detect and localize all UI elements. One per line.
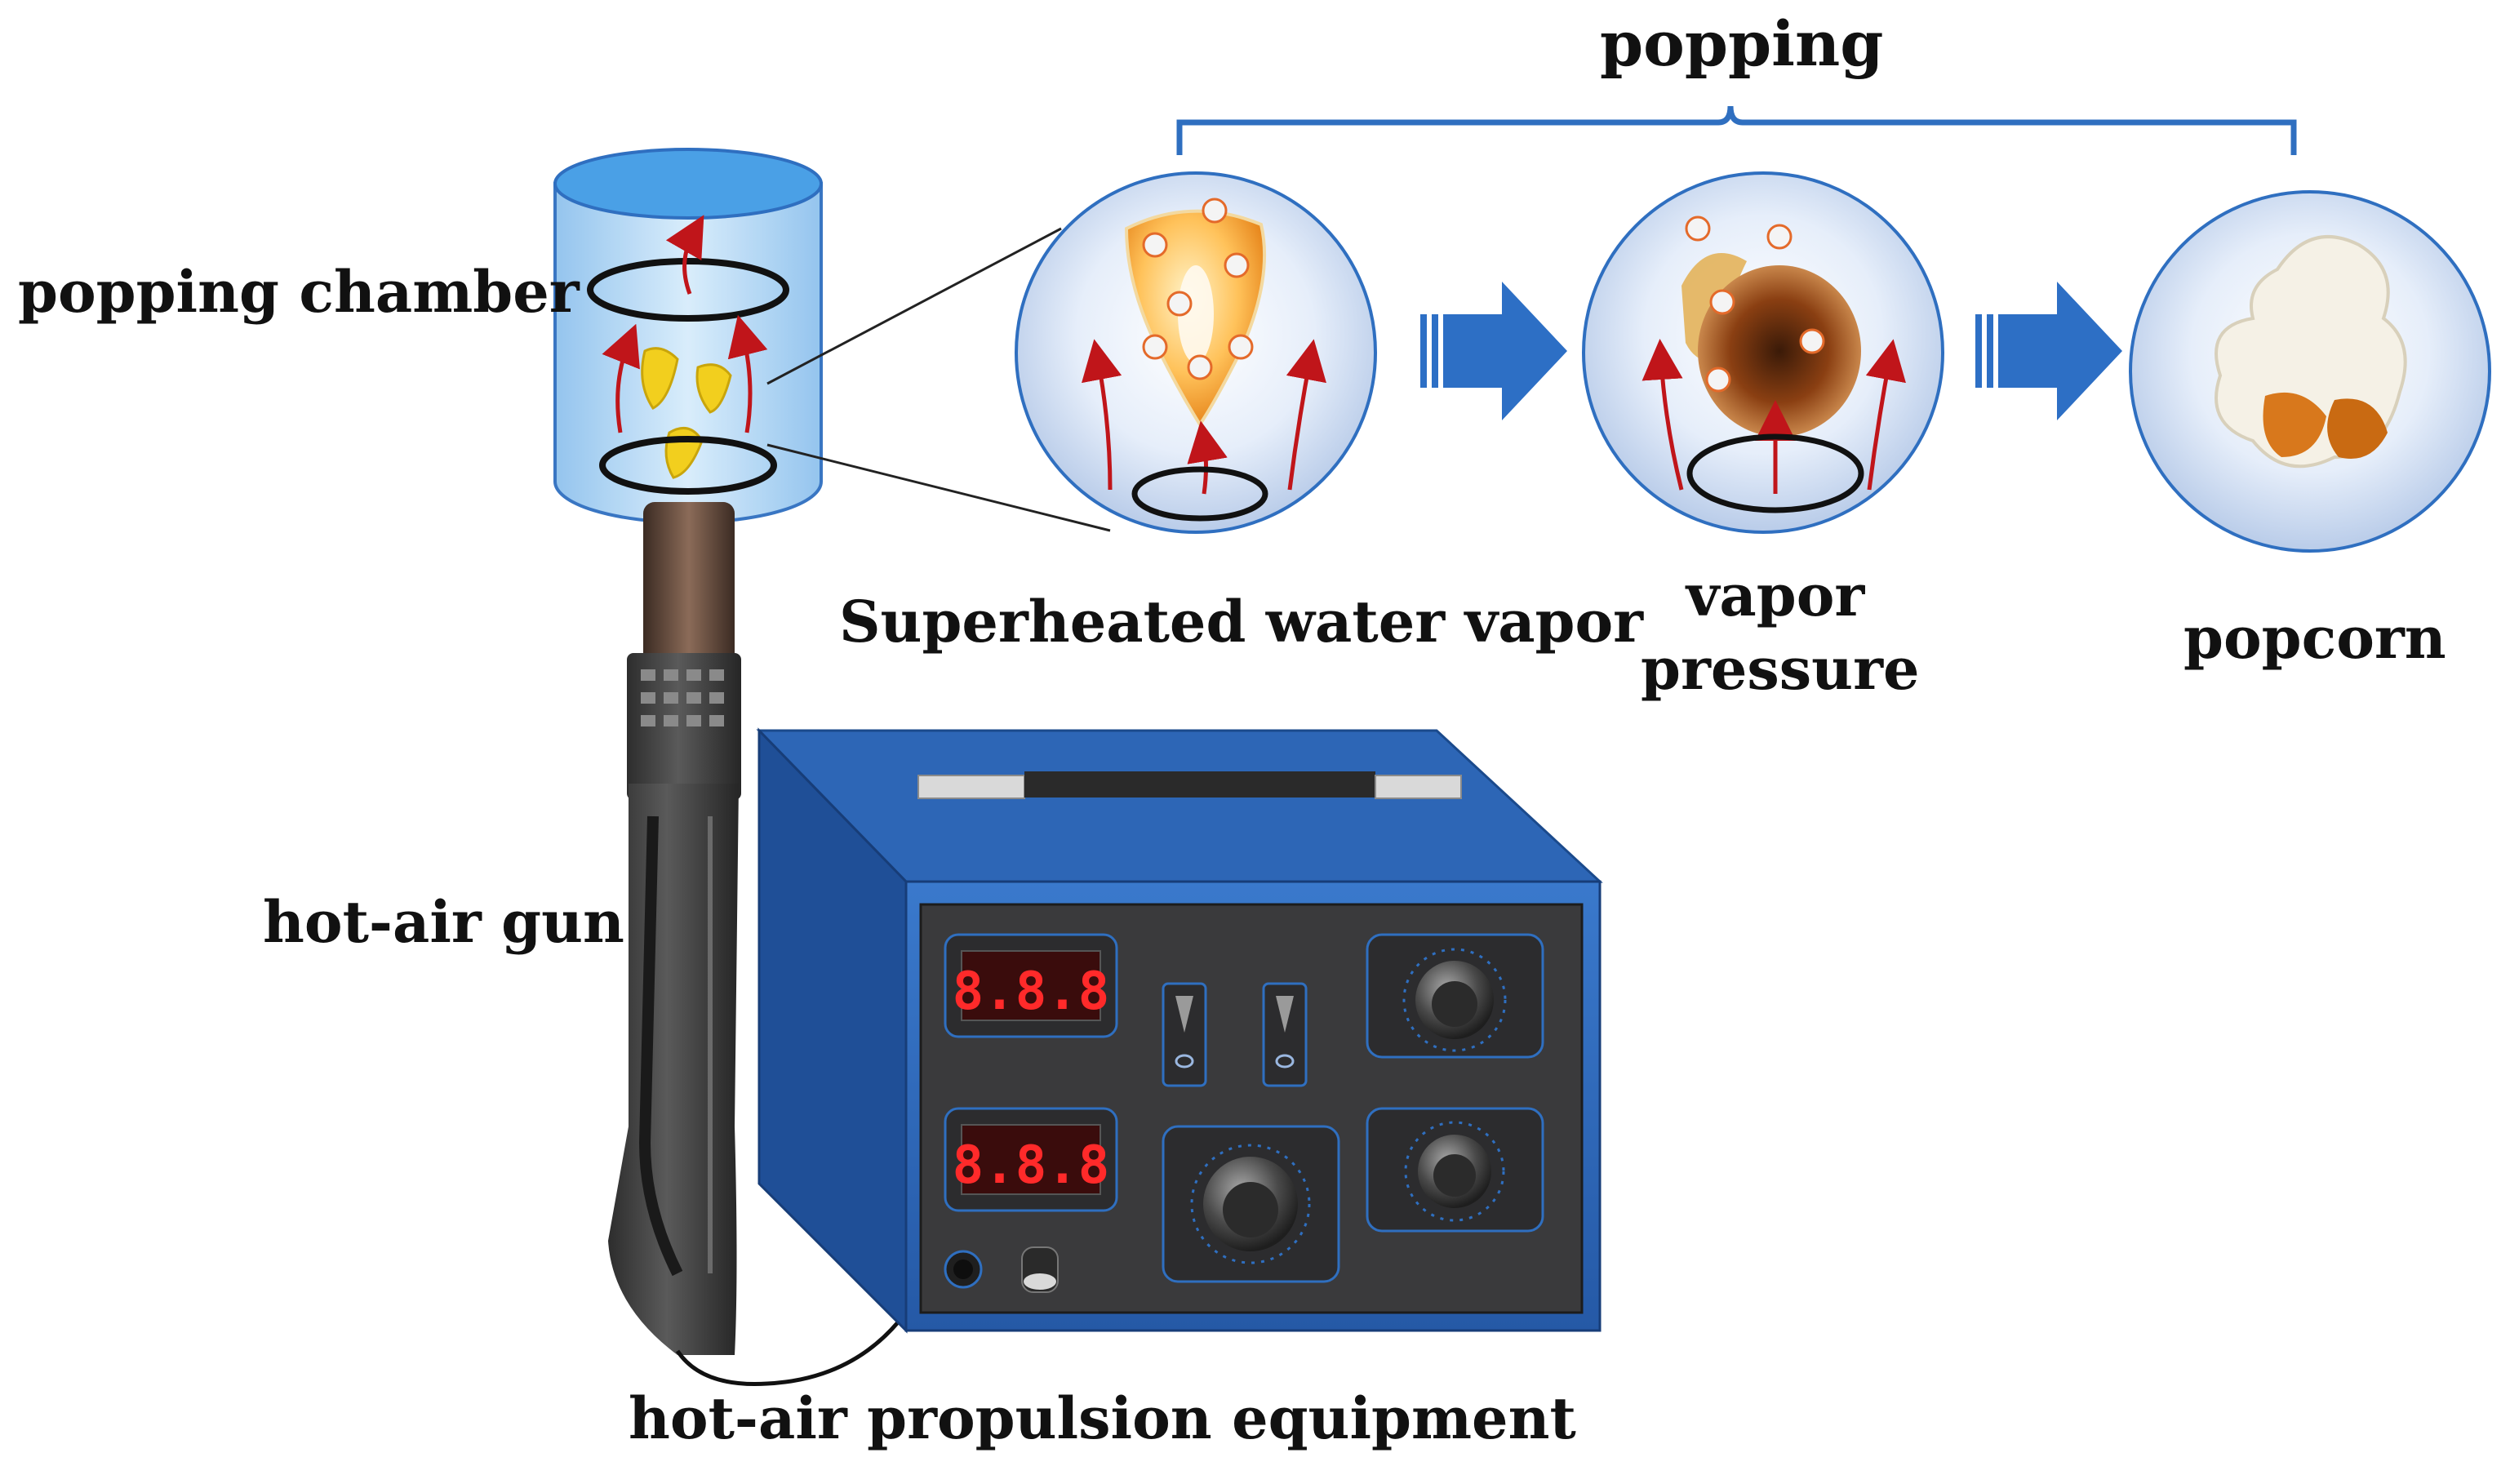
knob-bottom-middle: [1162, 1125, 1340, 1283]
label-popping-chamber: popping chamber: [18, 258, 580, 326]
label-popcorn: popcorn: [2183, 604, 2446, 672]
zoom-line-bottom: [766, 443, 1111, 532]
label-vapor-pressure-line2: pressure: [1641, 635, 1920, 703]
popping-bracket: [1176, 105, 2297, 155]
label-hot-air-gun: hot-air gun: [263, 888, 624, 956]
label-popping: popping: [1600, 7, 1884, 80]
label-vapor-pressure-line1: vapor: [1686, 562, 1865, 629]
output-socket: [944, 1250, 983, 1289]
top-readout: 8.8.8: [953, 962, 1110, 1022]
bottom-readout: 8.8.8: [953, 1135, 1110, 1196]
zoom-line-top: [766, 227, 1062, 385]
power-socket: [1021, 1246, 1059, 1293]
label-hot-air-propulsion-equipment: hot-air propulsion equipment: [629, 1384, 1576, 1452]
knob-bottom-right: [1366, 1107, 1544, 1233]
stage-vapor-pressure-circle: [1582, 171, 1944, 534]
stage-popcorn-circle: [2129, 190, 2491, 553]
transition-arrow-2: [1975, 282, 2122, 420]
hot-air-gun: [608, 502, 741, 1355]
label-superheated-water-vapor: Superheated water vapor: [839, 588, 1644, 655]
stage-superheated-circle: [1015, 171, 1377, 534]
knob-top-right: [1366, 933, 1544, 1059]
rocker-switch-1: [1162, 982, 1207, 1087]
propulsion-equipment: [756, 727, 1603, 1334]
rocker-switch-2: [1262, 982, 1308, 1087]
popping-chamber: [553, 148, 823, 524]
transition-arrow-1: [1420, 282, 1567, 420]
